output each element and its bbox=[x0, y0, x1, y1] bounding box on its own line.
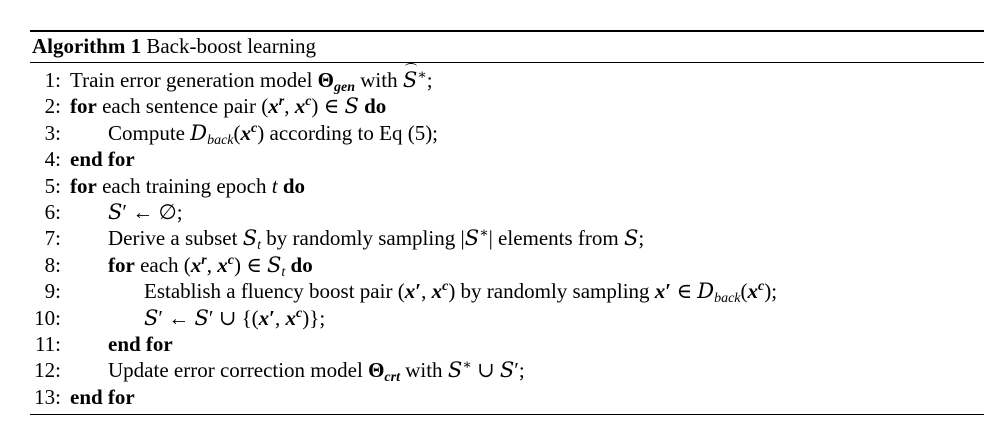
line-number: 10: bbox=[34, 305, 61, 330]
line-number: 5: bbox=[44, 173, 61, 198]
line-number: 11: bbox=[34, 331, 61, 356]
algorithm-line-12: 12: Update error correction model Θcrt w… bbox=[30, 357, 984, 386]
algorithm-line-6: 6: S′ ← ∅; bbox=[30, 199, 984, 225]
line-text: Establish a fluency boost pair (x′, xc) … bbox=[144, 279, 778, 307]
algorithm-line-7: 7: Derive a subset St by randomly sampli… bbox=[30, 225, 984, 254]
bottom-rule bbox=[30, 414, 984, 416]
algorithm-block: Algorithm 1 Back-boost learning 1: Train… bbox=[30, 30, 984, 416]
algorithm-lines: 1: Train error generation model Θgen wit… bbox=[30, 63, 984, 410]
line-number: 4: bbox=[44, 147, 61, 172]
algorithm-title: Back-boost learning bbox=[146, 34, 317, 58]
caption-rule bbox=[30, 62, 984, 63]
line-number: 8: bbox=[44, 252, 61, 277]
line-text: Update error correction model Θcrt with … bbox=[108, 358, 525, 386]
line-text: S′ ← S′ ∪ {(x′, xc)}; bbox=[144, 305, 326, 330]
line-number: 9: bbox=[44, 279, 61, 304]
line-text: Compute Dback(xc) according to Eq (5); bbox=[108, 120, 439, 148]
algorithm-line-10: 10: S′ ← S′ ∪ {(x′, xc)}; bbox=[30, 305, 984, 331]
algorithm-line-1: 1: Train error generation model Θgen wit… bbox=[30, 63, 984, 95]
line-text: S′ ← ∅; bbox=[108, 199, 183, 224]
line-number: 7: bbox=[44, 226, 61, 251]
line-number: 3: bbox=[44, 120, 61, 145]
algorithm-line-11: 11: end for bbox=[30, 331, 984, 357]
line-text: end for bbox=[70, 384, 135, 409]
algorithm-line-8: 8: for each (xr, xc) ∈ St do bbox=[30, 252, 984, 280]
line-number: 2: bbox=[44, 94, 61, 119]
algorithm-line-9: 9: Establish a fluency boost pair (x′, x… bbox=[30, 278, 984, 307]
line-text: for each (xr, xc) ∈ St do bbox=[108, 252, 313, 280]
algorithm-line-13: 13: end for bbox=[30, 384, 984, 410]
line-text: for each training epoch t do bbox=[70, 173, 306, 198]
line-number: 6: bbox=[44, 199, 61, 224]
line-text: for each sentence pair (xr, xc) ∈ S do bbox=[70, 94, 387, 119]
line-text: Train error generation model Θgen with S… bbox=[70, 63, 433, 95]
algorithm-line-3: 3: Compute Dback(xc) according to Eq (5)… bbox=[30, 120, 984, 148]
algorithm-line-5: 5: for each training epoch t do bbox=[30, 173, 984, 199]
line-text: Derive a subset St by randomly sampling … bbox=[108, 226, 645, 254]
algorithm-label: Algorithm 1 bbox=[32, 34, 142, 58]
algorithm-line-2: 2: for each sentence pair (xr, xc) ∈ S d… bbox=[30, 93, 984, 119]
line-text: end for bbox=[70, 147, 135, 172]
line-number: 12: bbox=[34, 358, 61, 383]
algorithm-caption: Algorithm 1 Back-boost learning bbox=[30, 32, 984, 62]
line-number: 1: bbox=[44, 68, 61, 92]
line-text: end for bbox=[108, 331, 173, 356]
line-number: 13: bbox=[34, 384, 61, 409]
algorithm-line-4: 4: end for bbox=[30, 146, 984, 172]
top-rule bbox=[30, 30, 984, 32]
